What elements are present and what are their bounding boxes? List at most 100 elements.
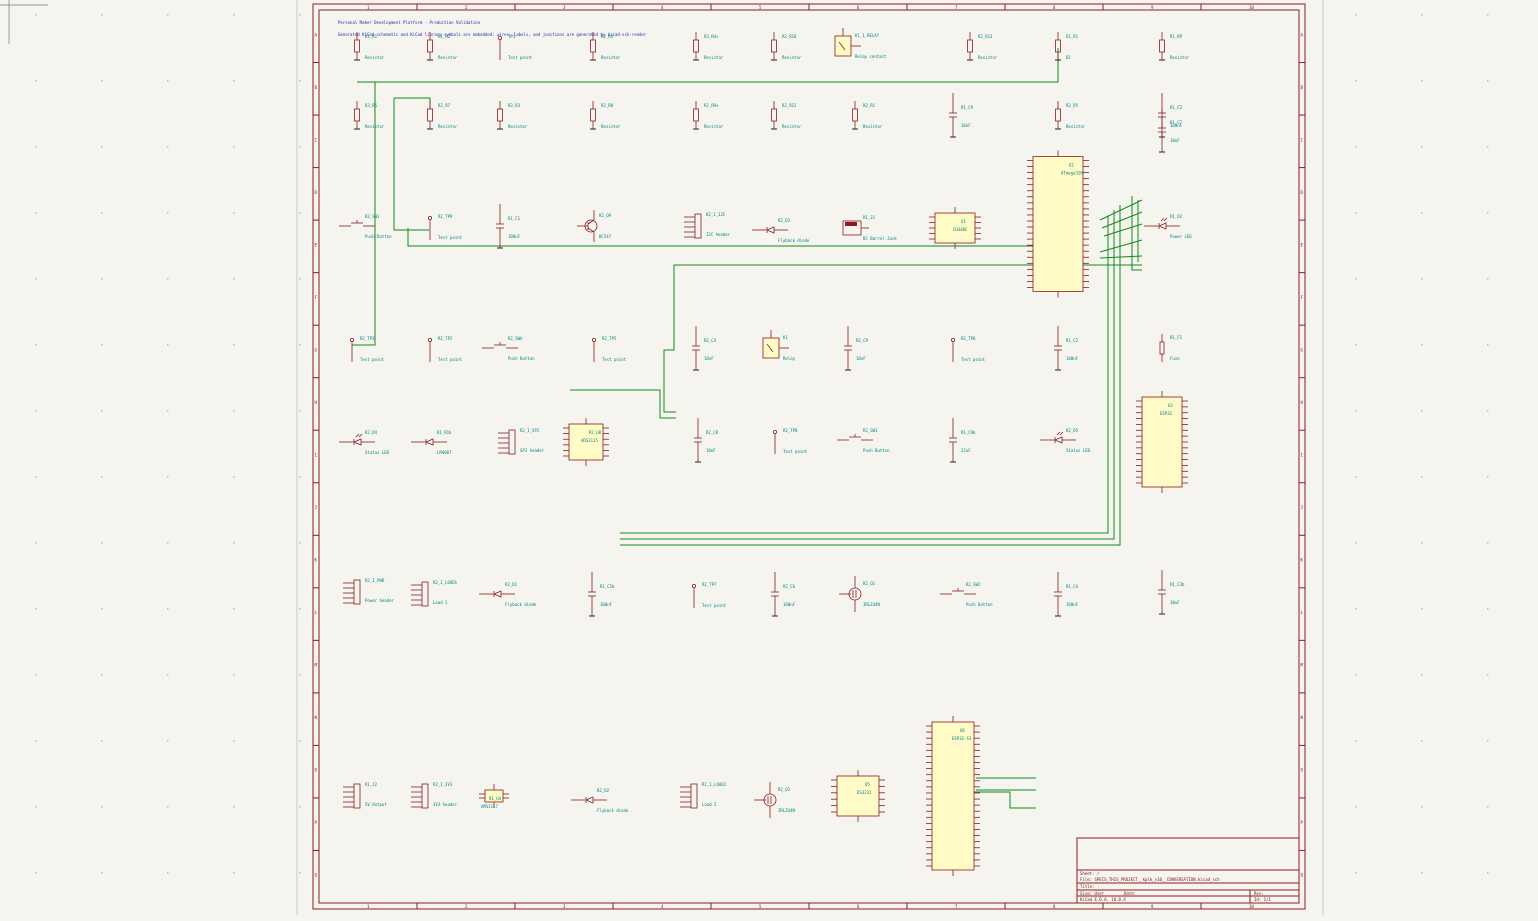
wire[interactable] — [352, 82, 376, 346]
ref-designator: U5 — [865, 782, 870, 787]
wire[interactable] — [620, 210, 1115, 540]
wire[interactable] — [1099, 199, 1143, 221]
symbol-resistor[interactable]: R2_R9+Resistor — [693, 101, 724, 130]
component-value: Push Button — [508, 356, 535, 361]
wire[interactable] — [620, 216, 1109, 534]
ref-designator: R2_TP6 — [961, 336, 976, 341]
wire[interactable] — [663, 265, 676, 413]
ref-designator: R2_R4 — [601, 34, 614, 39]
wire[interactable] — [1131, 196, 1142, 271]
component-value: ADS1115 — [581, 438, 598, 443]
wire[interactable] — [1099, 239, 1143, 253]
ref-designator: R2_I_PWR — [365, 578, 385, 583]
wire[interactable] — [1099, 255, 1143, 259]
ref-designator: R2_SW1 — [863, 428, 878, 433]
component-value: Resistor — [601, 124, 621, 129]
component-value: Test point — [438, 235, 463, 240]
wire[interactable] — [1103, 223, 1143, 237]
wire[interactable] — [620, 205, 1121, 546]
symbol-resistor[interactable]: R3_R4+Resistor — [693, 32, 724, 61]
component-value: Test point — [438, 357, 463, 362]
frame-col-label: 4 — [661, 904, 664, 909]
frame-row-label: L — [1301, 610, 1304, 615]
wire[interactable] — [1101, 211, 1143, 229]
wire[interactable] — [965, 791, 1036, 809]
component-value: 10nF — [856, 356, 866, 361]
wire[interactable] — [393, 98, 429, 231]
component-value: Relay — [783, 356, 796, 361]
ref-designator: R2_D3 — [778, 218, 791, 223]
wire[interactable] — [570, 389, 676, 419]
ref-designator: U3 — [1168, 403, 1173, 408]
